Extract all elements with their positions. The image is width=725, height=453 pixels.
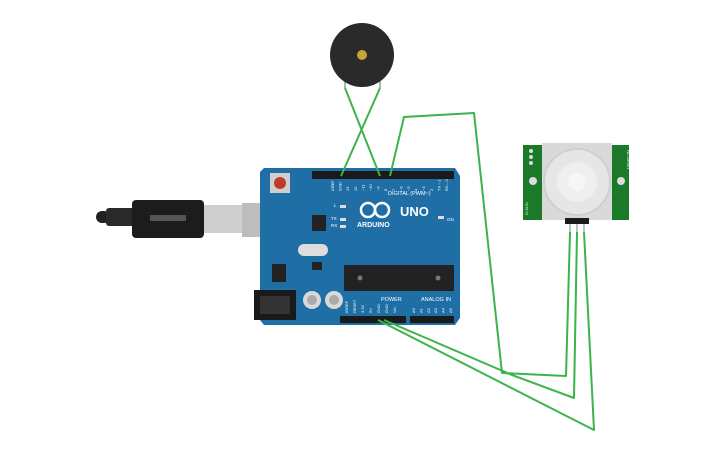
pir-right-label: HC-SR501	[626, 150, 631, 170]
wires	[340, 87, 595, 431]
pin-label-vin: Vin	[392, 307, 397, 313]
top-pin-label: ~5	[406, 186, 411, 191]
tx-label: TX	[331, 216, 337, 221]
top-pin-label: ~3	[421, 186, 426, 191]
model-label: UNO	[400, 204, 429, 219]
analog-pin-label: A0	[411, 307, 416, 313]
top-pin-label: 2	[429, 188, 434, 191]
top-pin-label: 13	[345, 186, 350, 191]
top-pin-label: TX→1	[436, 179, 441, 191]
on-label: ON	[447, 217, 454, 222]
pin-label-reset: RESET	[352, 299, 357, 313]
top-pin-label: ~11	[360, 184, 365, 191]
arduino-uno-board: ARDUINO UNO DIGITAL (PWM~) POWER ANALOG …	[254, 168, 460, 325]
top-pin-label: GND	[338, 182, 343, 191]
power-pin-labels: IOREF RESET 3.3V 5V GND GND Vin	[344, 299, 397, 313]
wire-pir-out	[389, 112, 571, 377]
analog-pin-label: A5	[448, 307, 453, 313]
top-pin-label: ~10	[368, 183, 373, 191]
pir-header	[565, 218, 589, 224]
pin-label-gnd-1: GND	[376, 304, 381, 313]
top-pin-label: RX←0	[444, 178, 449, 191]
top-pin-label: ~6	[398, 186, 403, 191]
analog-label: ANALOG IN	[421, 297, 451, 303]
arduino-infinity-logo-icon	[359, 201, 391, 219]
top-pin-label: 8	[383, 188, 388, 191]
pin-label-ioref: IOREF	[344, 300, 349, 313]
top-pin-label: 7	[391, 188, 396, 191]
pir-left-label: D-SUN	[524, 202, 529, 215]
top-pin-label: 12	[353, 186, 358, 191]
digital-header	[312, 171, 454, 179]
analog-header	[410, 316, 454, 323]
l-label: L	[334, 203, 337, 208]
pin-label-gnd-2: GND	[384, 304, 389, 313]
rx-label: RX	[331, 223, 337, 228]
wire-buzzer-to-gnd	[340, 87, 381, 177]
pin-label-5v: 5V	[368, 308, 373, 313]
pin-label-3v3: 3.3V	[360, 304, 365, 313]
analog-pin-label: A1	[418, 307, 423, 313]
analog-pin-label: A2	[426, 307, 431, 313]
logo-text: ARDUINO	[357, 222, 390, 229]
top-pin-label: 4	[414, 188, 419, 191]
power-label: POWER	[381, 297, 402, 303]
wire-buzzer-to-pin	[344, 87, 381, 177]
top-pin-label: AREF	[330, 180, 335, 191]
piezo-buzzer-icon	[330, 23, 394, 88]
top-pin-label: ~9	[376, 186, 381, 191]
power-header	[340, 316, 406, 323]
digital-label: DIGITAL (PWM~)	[388, 191, 431, 197]
crystal	[298, 244, 328, 256]
wire-pir-gnd	[383, 231, 578, 399]
analog-pin-label: A3	[433, 307, 438, 313]
wire-pir-vcc	[377, 231, 595, 431]
pir-sensor: D-SUN HC-SR501	[523, 143, 631, 235]
analog-pin-label: A4	[441, 307, 446, 313]
